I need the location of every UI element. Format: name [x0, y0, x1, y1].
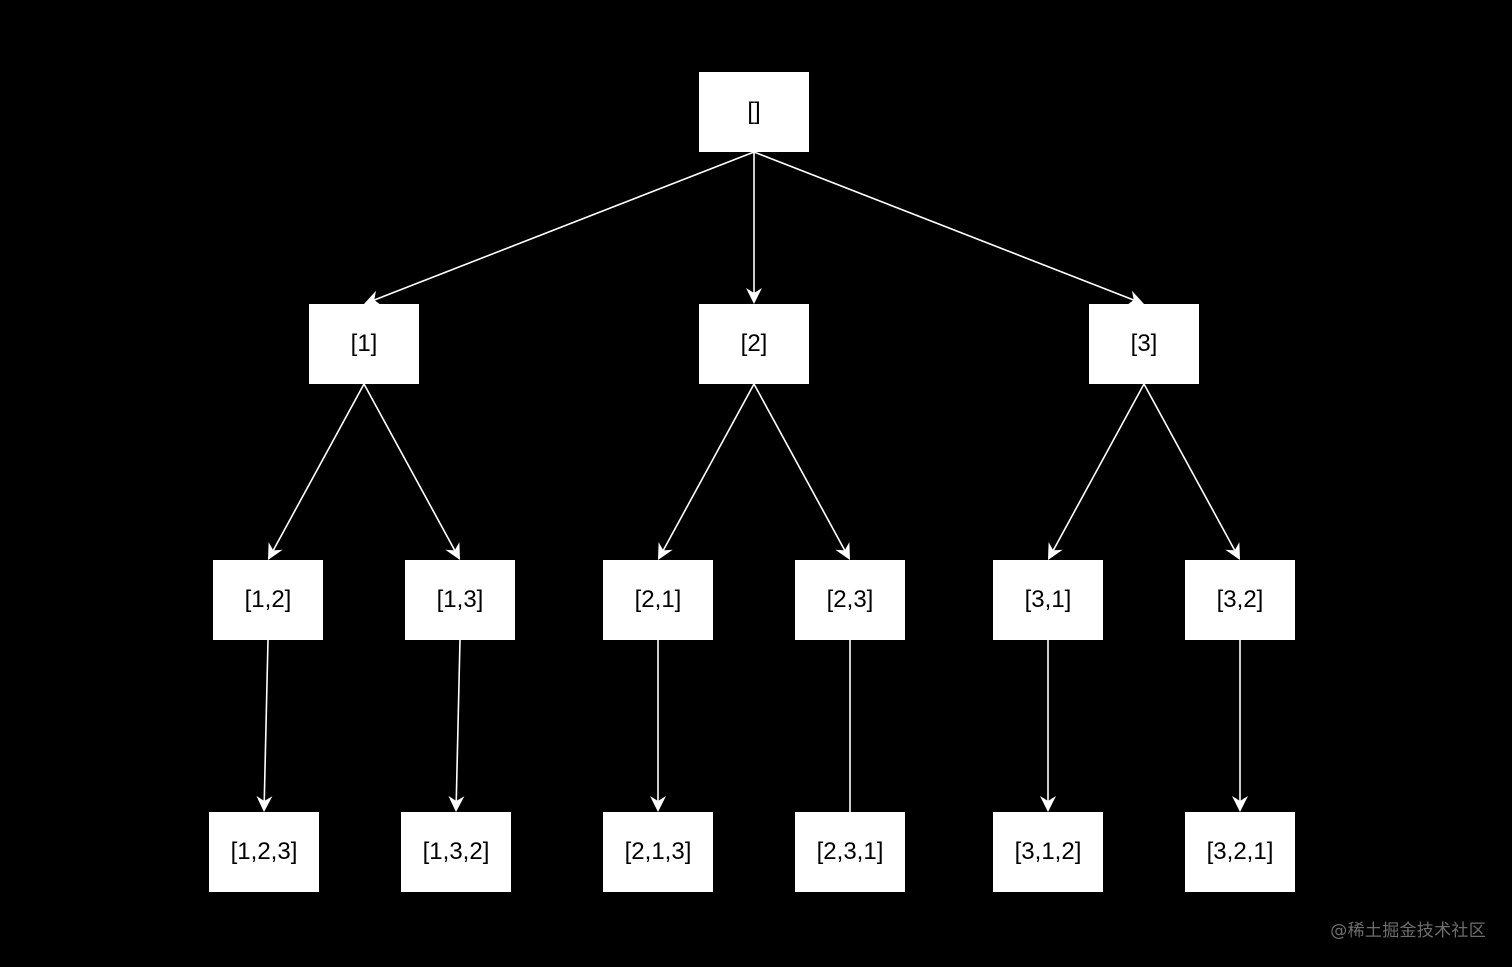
node-2-3-label: [2,3] — [826, 586, 874, 613]
node-1-2: [1,2] — [213, 560, 323, 640]
node-2-1-3-label: [2,1,3] — [624, 838, 692, 865]
node-1-2-label: [1,2] — [244, 586, 292, 613]
node-3: [3] — [1089, 304, 1199, 384]
edge-n1-n12 — [270, 383, 365, 556]
node-3-2-1: [3,2,1] — [1185, 812, 1295, 892]
node-3-1: [3,1] — [993, 560, 1103, 640]
arrowhead-n13-n132 — [448, 795, 465, 812]
edge-n3-n32 — [1143, 383, 1238, 556]
arrowhead-n3-n32 — [1225, 542, 1240, 560]
node-1-2-3-label: [1,2,3] — [230, 838, 298, 865]
node-1-3-2-label: [1,3,2] — [422, 838, 490, 865]
arrowhead-n2-n21 — [658, 542, 673, 560]
node-2-label: [2] — [740, 330, 768, 357]
arrowhead-n1-n12 — [268, 542, 283, 560]
node-2-3-1-label: [2,3,1] — [816, 838, 884, 865]
arrowhead-n12-n123 — [256, 795, 273, 812]
edge-root-n1 — [369, 151, 755, 303]
watermark: @稀土掘金技术社区 — [1330, 921, 1486, 941]
arrowhead-n2-n23 — [835, 542, 850, 560]
node-1: [1] — [309, 304, 419, 384]
node-3-2-1-label: [3,2,1] — [1206, 838, 1274, 865]
node-3-2: [3,2] — [1185, 560, 1295, 640]
node-1-2-3: [1,2,3] — [209, 812, 319, 892]
node-3-1-2-label: [3,1,2] — [1014, 838, 1082, 865]
arrowhead-n31-n312 — [1040, 796, 1056, 812]
node-3-label: [3] — [1130, 330, 1158, 357]
arrowhead-root-n3 — [1126, 290, 1144, 306]
arrowhead-root-n2 — [746, 288, 762, 304]
node-3-1-2: [3,1,2] — [993, 812, 1103, 892]
node-root: [] — [699, 72, 809, 152]
node-root-label: [] — [747, 98, 761, 125]
arrowhead-n1-n13 — [445, 542, 460, 560]
node-2-1-3: [2,1,3] — [603, 812, 713, 892]
node-1-3: [1,3] — [405, 560, 515, 640]
node-2-1: [2,1] — [603, 560, 713, 640]
edge-n3-n31 — [1050, 383, 1145, 556]
edge-n2-n23 — [753, 383, 848, 556]
node-2-3-1: [2,3,1] — [795, 812, 905, 892]
node-3-1-label: [3,1] — [1024, 586, 1072, 613]
edge-n13-n132 — [455, 639, 461, 807]
node-2: [2] — [699, 304, 809, 384]
node-3-2-label: [3,2] — [1216, 586, 1264, 613]
edge-n2-n21 — [660, 383, 755, 556]
arrowhead-n21-n213 — [650, 796, 666, 812]
node-1-3-2: [1,3,2] — [401, 812, 511, 892]
arrowhead-n3-n31 — [1048, 542, 1063, 560]
node-2-1-label: [2,1] — [634, 586, 682, 613]
edge-n1-n13 — [363, 383, 458, 556]
node-1-3-label: [1,3] — [436, 586, 484, 613]
edge-root-n3 — [753, 151, 1139, 303]
node-1-label: [1] — [350, 330, 378, 357]
node-2-3: [2,3] — [795, 560, 905, 640]
edge-n12-n123 — [263, 639, 269, 807]
arrowhead-root-n1 — [364, 290, 382, 306]
arrowhead-n32-n321 — [1232, 796, 1248, 812]
